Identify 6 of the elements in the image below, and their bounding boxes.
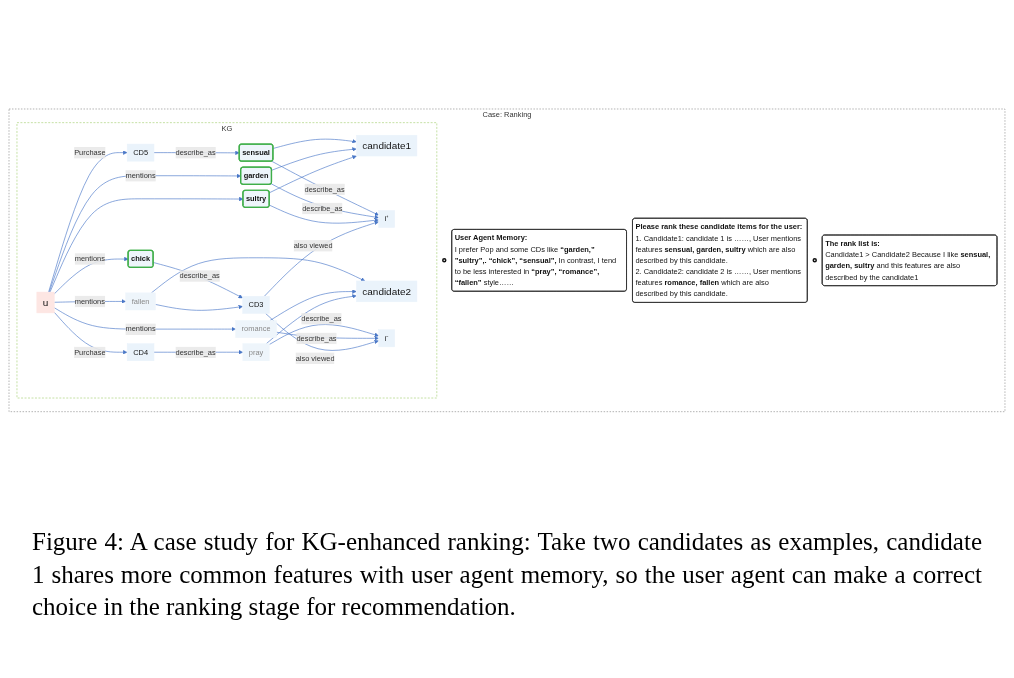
node-box: candidate1 bbox=[356, 134, 418, 156]
node-person bbox=[812, 257, 817, 263]
node-box: u bbox=[36, 291, 55, 313]
node-person bbox=[442, 257, 447, 263]
node-box: candidate2 bbox=[356, 280, 418, 302]
figure-caption: Figure 4: A case study for KG-enhanced ranking: Take two candidates as examples, candidate 1 shares more common features with user agent memory, so the user agent can make a correct choice in the ranking stage for recommendation. bbox=[32, 527, 982, 622]
